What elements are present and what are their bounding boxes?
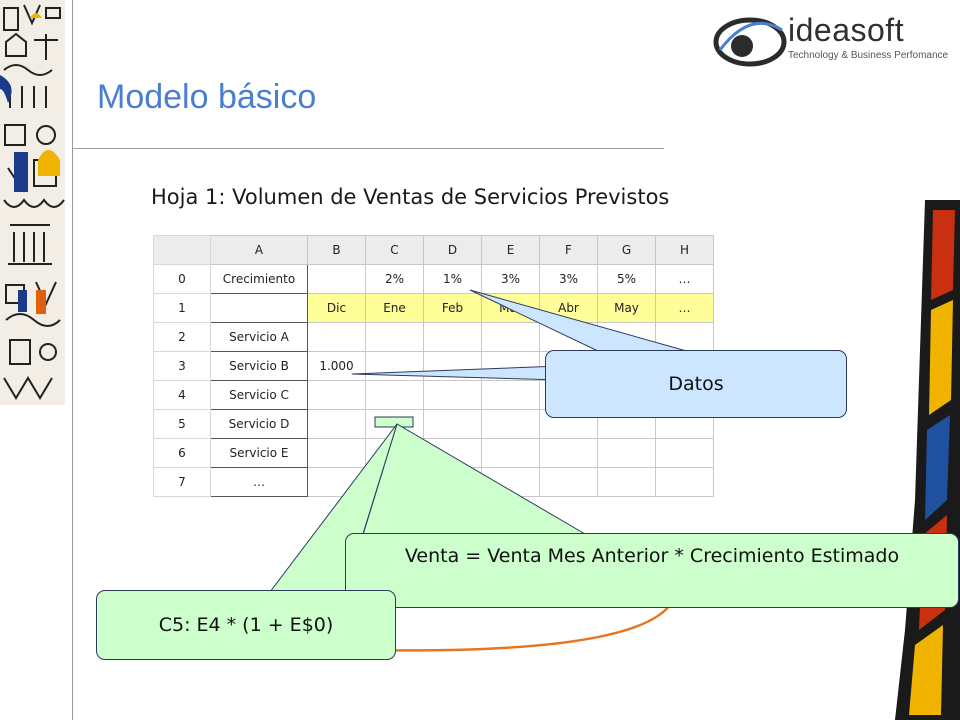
cell [423,322,482,352]
cell [365,438,424,468]
title-underline [72,148,664,149]
cell: 5% [597,264,656,294]
mosaic-art-icon [0,0,65,405]
column-header-a: A [210,235,308,265]
table-row: 6 Servicio E [153,438,714,468]
venta-callout-text: Venta = Venta Mes Anterior * Crecimiento… [404,545,900,567]
cell: … [655,293,714,323]
cell [539,322,598,352]
cell [307,380,366,410]
cell [423,409,482,439]
datos-callout-text: Datos [668,373,724,395]
cell [365,351,424,381]
cell [423,380,482,410]
cell: 2% [365,264,424,294]
swoosh-logo-icon [713,17,787,67]
decorative-mosaic-strip [0,0,65,405]
column-header-row: A B C D E F G H [153,235,714,265]
cell [539,438,598,468]
cell [307,322,366,352]
cell [423,467,482,497]
column-header-c: C [365,235,424,265]
cell: Ene [365,293,424,323]
cell [655,467,714,497]
cell [365,322,424,352]
row-header: 6 [153,438,211,468]
column-header-h: H [655,235,714,265]
cell: … [655,264,714,294]
cell: 3% [481,264,540,294]
formula-callout-text: C5: E4 * (1 + E$0) [158,614,334,636]
cell [423,438,482,468]
cell [481,467,540,497]
table-row: 1 Dic Ene Feb Mar Abr May … [153,293,714,323]
column-header-e: E [481,235,540,265]
cell [481,351,540,381]
datos-callout: Datos [545,350,847,418]
cell [365,380,424,410]
cell: … [210,467,308,497]
cell [597,467,656,497]
cell [307,409,366,439]
cell: 1% [423,264,482,294]
cell [365,467,424,497]
cell [597,438,656,468]
cell [539,467,598,497]
row-header: 7 [153,467,211,497]
cell: Feb [423,293,482,323]
corner-cell [153,235,211,265]
cell [481,438,540,468]
table-row: 0 Crecimiento 2% 1% 3% 3% 5% … [153,264,714,294]
formula-callout: C5: E4 * (1 + E$0) [96,590,396,660]
cell [210,293,308,323]
cell [655,438,714,468]
cell [307,467,366,497]
cell [481,322,540,352]
stained-glass-decoration [895,200,960,720]
cell [655,322,714,352]
cell: Servicio E [210,438,308,468]
cell: Servicio B [210,351,308,381]
cell: Crecimiento [210,264,308,294]
column-header-f: F [539,235,598,265]
column-header-d: D [423,235,482,265]
column-header-b: B [307,235,366,265]
logo-tagline: Technology & Business Perfomance [788,50,949,61]
cell: Servicio A [210,322,308,352]
slide-subtitle: Hoja 1: Volumen de Ventas de Servicios P… [151,185,670,209]
table-row: 2 Servicio A [153,322,714,352]
column-header-g: G [597,235,656,265]
ideasoft-logo [712,10,958,70]
cell [481,409,540,439]
row-header: 1 [153,293,211,323]
cell: Mar [481,293,540,323]
cell: Servicio C [210,380,308,410]
cell [307,438,366,468]
slide-title: Modelo básico [97,78,317,116]
cell: May [597,293,656,323]
cell: 3% [539,264,598,294]
cell: 1.000 [307,351,366,381]
row-header: 4 [153,380,211,410]
logo-wordmark: ideasoft [788,12,905,48]
cell [307,264,366,294]
cell [597,322,656,352]
selected-cell-c5[interactable] [365,409,424,439]
venta-callout: Venta = Venta Mes Anterior * Crecimiento… [345,533,959,608]
row-header: 5 [153,409,211,439]
cell [481,380,540,410]
table-row: 7 … [153,467,714,497]
cell: Abr [539,293,598,323]
cell: Dic [307,293,366,323]
left-vertical-rule [72,0,73,720]
row-header: 2 [153,322,211,352]
row-header: 0 [153,264,211,294]
cell [423,351,482,381]
cell: Servicio D [210,409,308,439]
row-header: 3 [153,351,211,381]
